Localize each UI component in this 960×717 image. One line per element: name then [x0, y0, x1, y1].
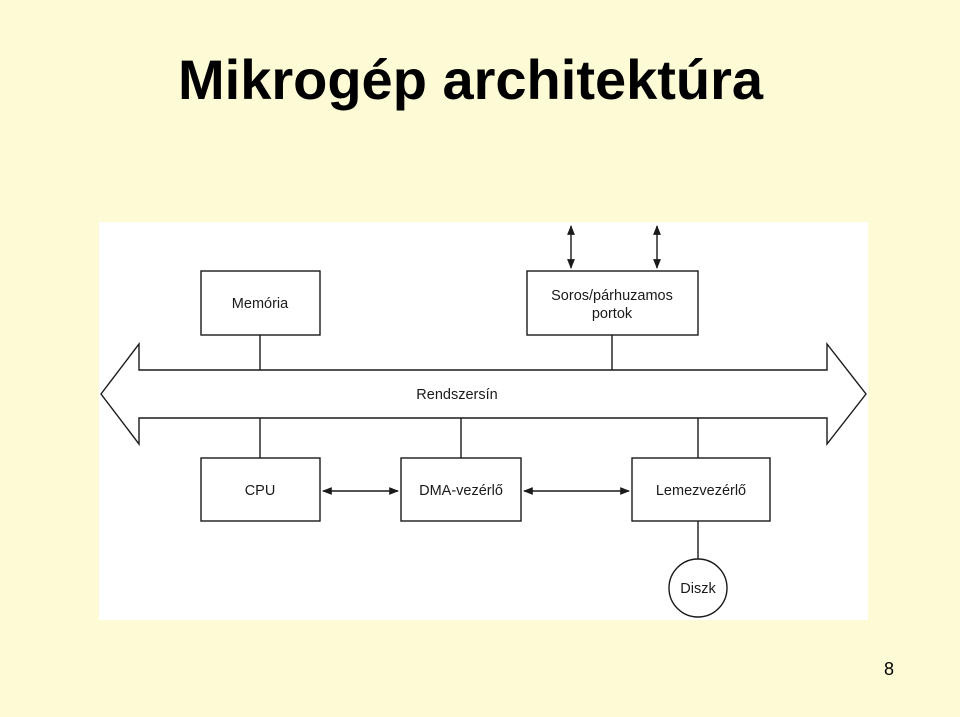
- architecture-diagram: Rendszersín Memória Soros/párhuzamos por…: [99, 222, 868, 620]
- memory-box: [200, 270, 321, 336]
- dma-controller-box: [400, 457, 522, 522]
- disk-controller-label: Lemezvezérlő: [656, 483, 746, 499]
- ports-label-line2: portok: [592, 306, 633, 322]
- memory-label: Memória: [232, 296, 289, 312]
- slide-title: Mikrogép architektúra: [178, 48, 764, 111]
- ports-label-line1: Soros/párhuzamos: [551, 288, 673, 304]
- system-bus-arrow: [100, 341, 867, 447]
- dma-controller-label: DMA-vezérlő: [419, 483, 503, 499]
- cpu-box: [200, 457, 321, 522]
- disk-circle: [668, 558, 728, 618]
- disk-label: Diszk: [680, 581, 716, 597]
- bus-label: Rendszersín: [416, 387, 497, 403]
- page-number: 8: [884, 659, 895, 679]
- disk-controller-box: [631, 457, 771, 522]
- ports-box: [526, 270, 699, 336]
- cpu-label: CPU: [245, 483, 276, 499]
